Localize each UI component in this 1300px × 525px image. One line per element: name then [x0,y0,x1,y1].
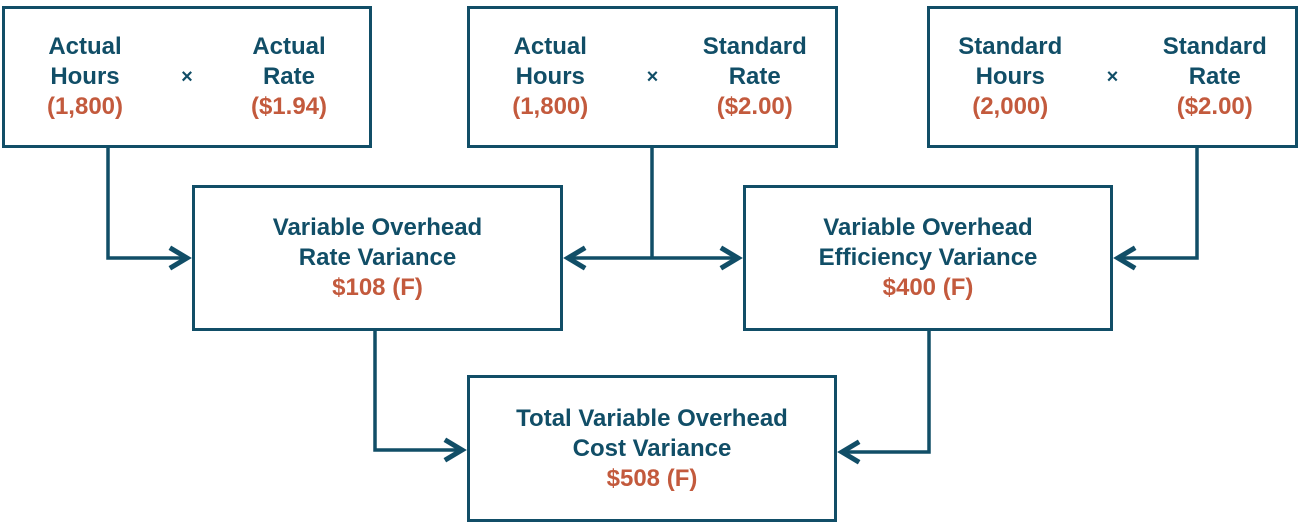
box-actual-hours-x-standard-rate: Actual Hours (1,800) × Standard Rate ($2… [467,6,838,148]
term-label: Standard Rate [1162,33,1267,90]
formula-left-term: Standard Hours (2,000) [930,32,1091,122]
connector-rate-variance-to-total [373,330,467,463]
variance-content: Variable Overhead Efficiency Variance $4… [819,213,1038,303]
connector-actual-to-rate-variance [106,147,192,271]
term-value: ($1.94) [250,93,328,120]
formula-left-term: Actual Hours (1,800) [5,32,165,122]
term-label: Standard Rate [702,33,807,90]
term-value: (1,800) [46,93,124,120]
variance-title: Variable Overhead Rate Variance [272,214,483,271]
variance-value: $108 (F) [332,274,423,301]
formula-row: Actual Hours (1,800) × Standard Rate ($2… [470,32,835,122]
formula-row: Actual Hours (1,800) × Actual Rate ($1.9… [5,32,369,122]
variance-title: Variable Overhead Efficiency Variance [818,214,1038,271]
variance-content: Total Variable Overhead Cost Variance $5… [516,404,788,494]
formula-right-term: Standard Rate ($2.00) [675,32,836,122]
variance-title: Total Variable Overhead Cost Variance [516,404,788,462]
box-variable-overhead-rate-variance: Variable Overhead Rate Variance $108 (F) [192,185,563,331]
formula-row: Standard Hours (2,000) × Standard Rate (… [930,32,1295,122]
variance-value: $400 (F) [882,274,974,301]
box-standard-hours-x-standard-rate: Standard Hours (2,000) × Standard Rate (… [927,6,1298,148]
term-value: (1,800) [512,93,589,120]
box-variable-overhead-efficiency-variance: Variable Overhead Efficiency Variance $4… [743,185,1113,331]
term-value: (2,000) [972,93,1049,120]
term-value: ($2.00) [716,93,793,120]
connector-standard-to-efficiency-variance [1113,147,1199,271]
multiply-operator: × [646,66,659,88]
variance-value: $508 (F) [606,464,698,492]
multiply-operator: × [181,66,193,88]
formula-left-term: Actual Hours (1,800) [470,32,631,122]
term-label: Actual Hours [48,33,122,90]
multiply-operator: × [1106,66,1119,88]
term-value: ($2.00) [1176,93,1253,120]
formula-right-term: Standard Rate ($2.00) [1135,32,1296,122]
variance-content: Variable Overhead Rate Variance $108 (F) [273,213,482,303]
term-label: Standard Hours [958,33,1063,90]
box-actual-hours-x-actual-rate: Actual Hours (1,800) × Actual Rate ($1.9… [2,6,372,148]
term-label: Actual Rate [252,33,326,90]
box-total-variable-overhead-cost-variance: Total Variable Overhead Cost Variance $5… [467,375,837,522]
formula-right-term: Actual Rate ($1.94) [209,32,369,122]
term-label: Actual Hours [513,33,587,90]
connector-efficiency-variance-to-total [837,330,931,465]
